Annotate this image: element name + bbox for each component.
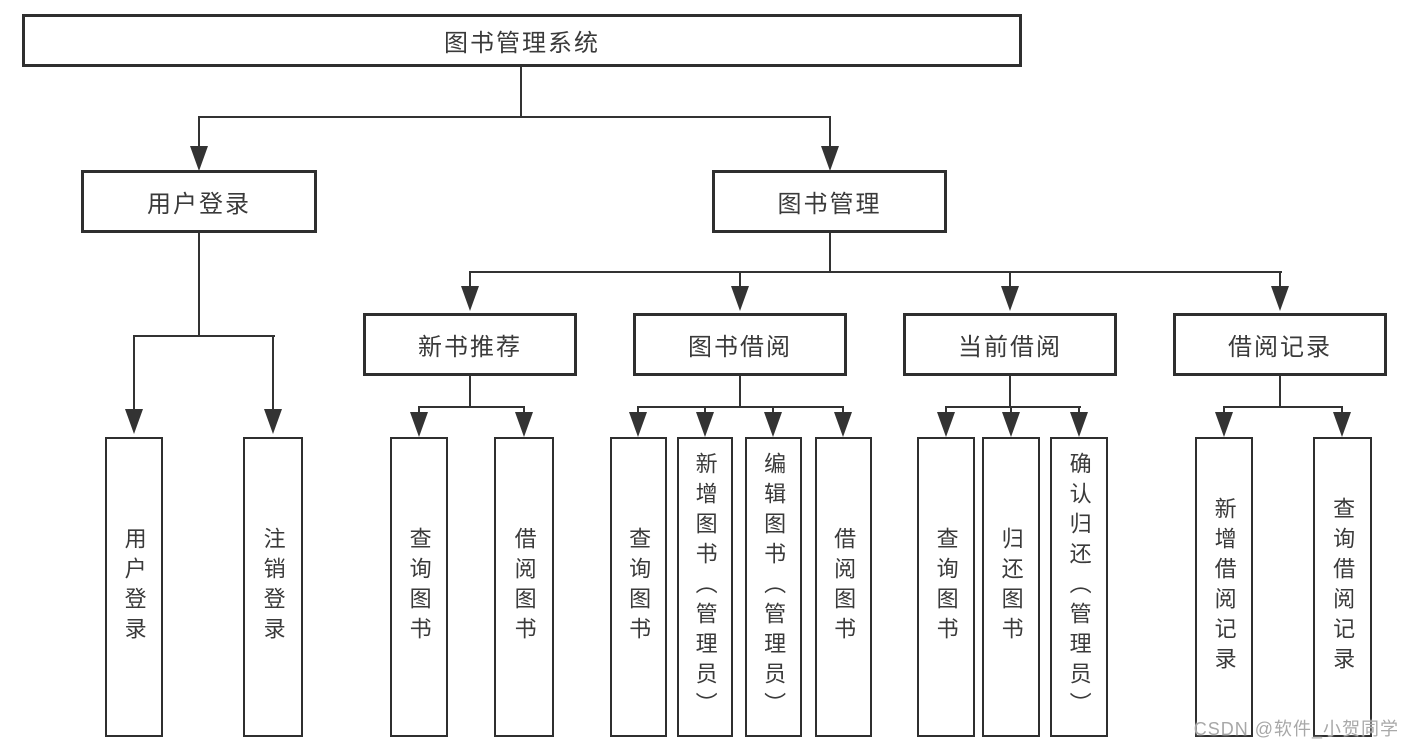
- connector-line: [469, 271, 471, 288]
- connector-line: [637, 406, 639, 414]
- connector-line: [829, 116, 831, 148]
- arrowhead-down: [629, 412, 647, 437]
- connector-line: [829, 233, 831, 273]
- connector-line: [739, 376, 741, 407]
- connector-line: [418, 406, 525, 408]
- arrowhead-down: [125, 409, 143, 434]
- arrowhead-down: [1271, 286, 1289, 311]
- leaf-edit-books-admin: 编辑图书（管理员）: [745, 437, 802, 737]
- node-user-login: 用户登录: [81, 170, 317, 233]
- node-book-borrow: 图书借阅: [633, 313, 847, 376]
- connector-line: [1009, 376, 1011, 407]
- leaf-borrow-books: 借阅图书: [815, 437, 872, 737]
- leaf-query-books-borrow: 查询图书: [610, 437, 667, 737]
- node-borrow-records: 借阅记录: [1173, 313, 1387, 376]
- watermark: CSDN @软件_小贺同学: [1193, 719, 1399, 739]
- arrowhead-down: [461, 286, 479, 311]
- connector-line: [1223, 406, 1225, 414]
- arrowhead-down: [821, 146, 839, 171]
- connector-line: [1279, 376, 1281, 407]
- leaf-user-login: 用户登录: [105, 437, 163, 737]
- leaf-query-books-current: 查询图书: [917, 437, 975, 737]
- connector-line: [945, 406, 947, 414]
- connector-line: [1223, 406, 1343, 408]
- connector-line: [739, 271, 741, 288]
- leaf-query-borrow-record: 查询借阅记录: [1313, 437, 1372, 737]
- arrowhead-down: [1001, 286, 1019, 311]
- node-root: 图书管理系统: [22, 14, 1022, 67]
- connector-line: [1341, 406, 1343, 414]
- arrowhead-down: [696, 412, 714, 437]
- connector-line: [198, 233, 200, 337]
- connector-line: [1279, 271, 1281, 288]
- connector-line: [469, 376, 471, 407]
- connector-line: [1009, 271, 1011, 288]
- arrowhead-down: [410, 412, 428, 437]
- connector-line: [945, 406, 1081, 408]
- leaf-borrow-books-recommend: 借阅图书: [494, 437, 554, 737]
- node-book-management: 图书管理: [712, 170, 947, 233]
- node-new-book-recommend: 新书推荐: [363, 313, 577, 376]
- arrowhead-down: [731, 286, 749, 311]
- connector-line: [198, 116, 200, 148]
- leaf-add-borrow-record: 新增借阅记录: [1195, 437, 1253, 737]
- leaf-query-books-recommend: 查询图书: [390, 437, 448, 737]
- arrowhead-down: [190, 146, 208, 171]
- connector-line: [133, 335, 135, 411]
- leaf-confirm-return-admin: 确认归还（管理员）: [1050, 437, 1108, 737]
- connector-line: [418, 406, 420, 414]
- leaf-logout: 注销登录: [243, 437, 303, 737]
- connector-line: [772, 406, 774, 414]
- arrowhead-down: [1070, 412, 1088, 437]
- arrowhead-down: [834, 412, 852, 437]
- connector-line: [523, 406, 525, 414]
- arrowhead-down: [937, 412, 955, 437]
- arrowhead-down: [1002, 412, 1020, 437]
- node-current-borrow: 当前借阅: [903, 313, 1117, 376]
- connector-line: [704, 406, 706, 414]
- connector-line: [133, 335, 275, 337]
- leaf-add-books-admin: 新增图书（管理员）: [677, 437, 733, 737]
- connector-line: [1010, 406, 1012, 414]
- connector-line: [198, 116, 831, 118]
- arrowhead-down: [1215, 412, 1233, 437]
- connector-line: [272, 335, 274, 411]
- connector-line: [520, 67, 522, 118]
- arrowhead-down: [764, 412, 782, 437]
- arrowhead-down: [1333, 412, 1351, 437]
- arrowhead-down: [515, 412, 533, 437]
- connector-line: [842, 406, 844, 414]
- connector-line: [1078, 406, 1080, 414]
- leaf-return-books: 归还图书: [982, 437, 1040, 737]
- arrowhead-down: [264, 409, 282, 434]
- connector-line: [637, 406, 844, 408]
- connector-line: [469, 271, 1282, 273]
